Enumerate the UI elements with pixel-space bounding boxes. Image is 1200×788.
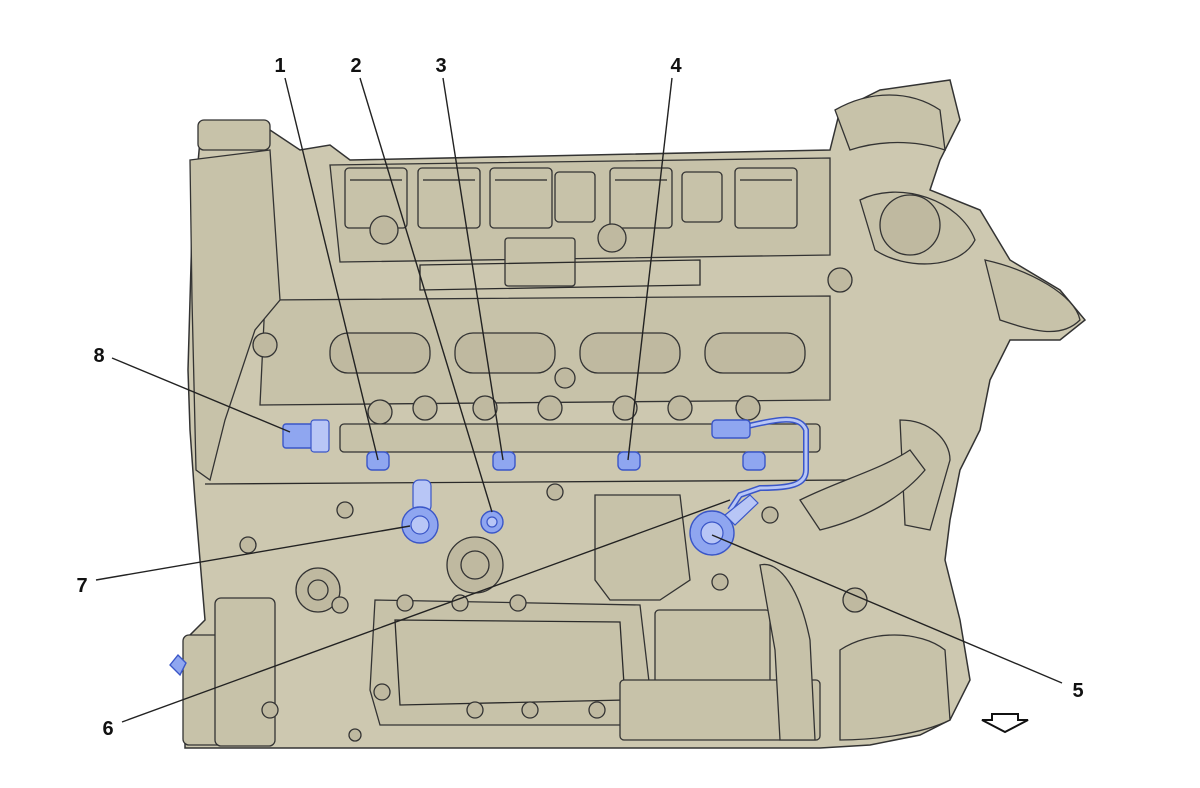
callout-2: 2 [350, 55, 361, 77]
leader-1 [284, 77, 379, 461]
injector-1 [366, 451, 390, 471]
fuel-rail [339, 423, 821, 453]
highlighted-parts [169, 416, 809, 677]
leader-6 [121, 499, 731, 723]
arrow-down-icon [981, 713, 1029, 734]
leader-8 [111, 357, 291, 433]
callout-5: 5 [1072, 680, 1083, 702]
callout-4: 4 [670, 55, 682, 77]
injector-4 [742, 451, 766, 471]
leader-lines [95, 77, 1063, 723]
high-pressure-valve [689, 494, 759, 556]
callout-6: 6 [102, 718, 113, 740]
injector-2 [492, 451, 516, 471]
fuel-feed-line [711, 416, 809, 512]
leader-5 [711, 534, 1063, 684]
callout-labels: 1 2 3 4 5 6 7 8 [76, 55, 1083, 740]
fuel-pressure-sensor [282, 419, 330, 453]
callout-7: 7 [76, 575, 87, 597]
callout-8: 8 [93, 345, 104, 367]
knock-sensor [480, 510, 504, 534]
camshaft-solenoid [401, 479, 439, 544]
leader-7 [95, 525, 411, 581]
leader-2 [359, 77, 493, 513]
callout-1: 1 [274, 55, 285, 77]
engine-block [182, 79, 1087, 749]
leader-3 [442, 77, 504, 461]
callout-3: 3 [435, 55, 446, 77]
crank-sensor [169, 653, 187, 677]
injector-bosses [367, 395, 761, 425]
leader-4 [627, 77, 673, 461]
